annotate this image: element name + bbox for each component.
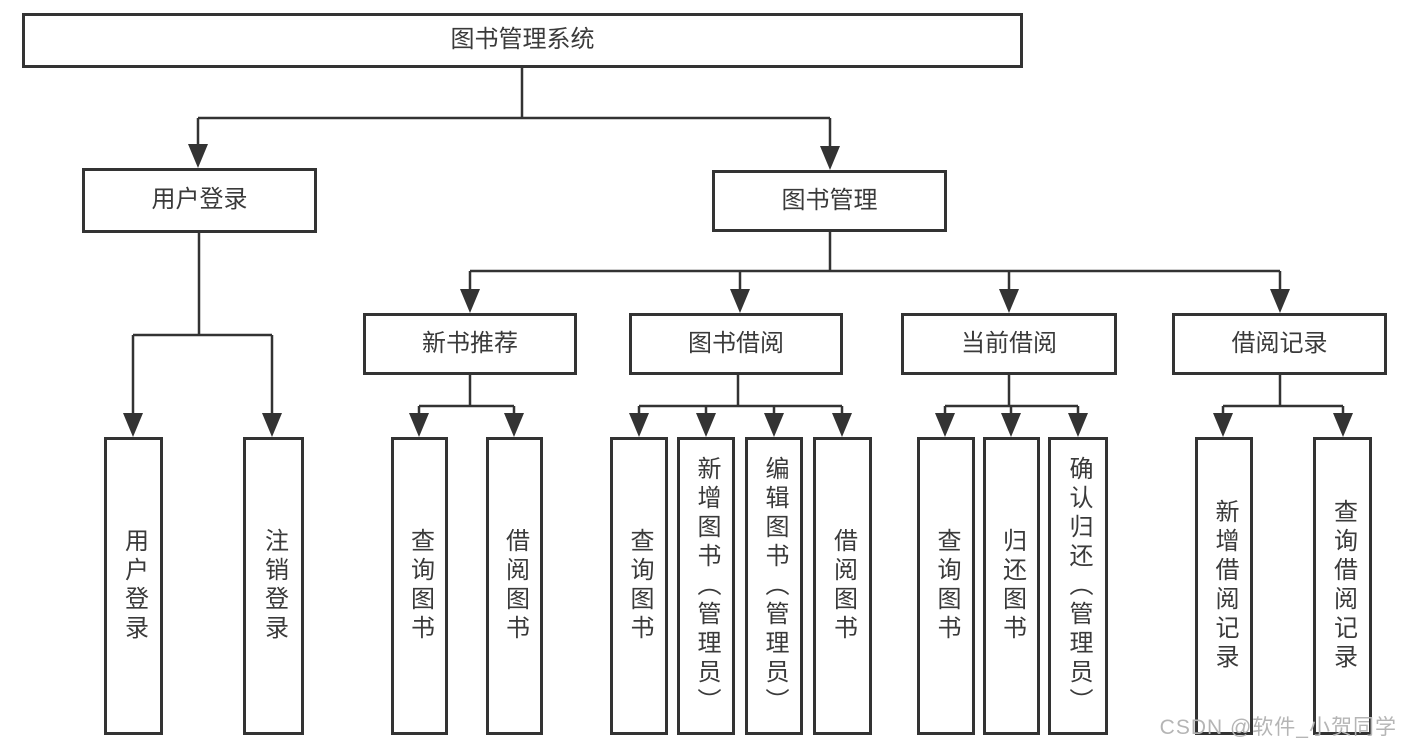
leaf-label: 注销登录 (260, 528, 288, 644)
node-library-management-system: 图书管理系统 (22, 13, 1023, 68)
leaf-add-borrow-record: 新增借阅记录 (1195, 437, 1253, 735)
connector-arrows (123, 144, 1353, 437)
leaf-confirm-return-admin: 确认归还（管理员） (1048, 437, 1108, 735)
leaf-query-books-2: 查询图书 (610, 437, 668, 735)
leaf-query-borrow-record: 查询借阅记录 (1313, 437, 1372, 735)
leaf-label: 用户登录 (120, 528, 148, 644)
leaf-label: 借阅图书 (501, 528, 529, 644)
leaf-edit-books-admin: 编辑图书（管理员） (745, 437, 803, 735)
leaf-label: 查询图书 (933, 528, 960, 644)
leaf-user-login: 用户登录 (104, 437, 163, 735)
node-book-borrowing: 图书借阅 (629, 313, 843, 375)
leaf-label: 查询图书 (626, 528, 653, 644)
leaf-label: 查询借阅记录 (1329, 499, 1357, 673)
leaf-label: 新增图书（管理员） (693, 455, 720, 717)
node-book-management: 图书管理 (712, 170, 947, 232)
leaf-label: 归还图书 (998, 528, 1026, 644)
leaf-borrow-books-2: 借阅图书 (813, 437, 872, 735)
leaf-label: 借阅图书 (829, 528, 857, 644)
leaf-logout: 注销登录 (243, 437, 304, 735)
node-new-book-recommendation: 新书推荐 (363, 313, 577, 375)
node-borrowing-records: 借阅记录 (1172, 313, 1387, 375)
leaf-label: 编辑图书（管理员） (761, 455, 788, 717)
node-current-borrowing: 当前借阅 (901, 313, 1117, 375)
leaf-borrow-books-1: 借阅图书 (486, 437, 543, 735)
leaf-query-books-1: 查询图书 (391, 437, 448, 735)
leaf-query-books-3: 查询图书 (917, 437, 975, 735)
leaf-label: 查询图书 (406, 528, 434, 644)
leaf-return-books: 归还图书 (983, 437, 1040, 735)
node-user-login: 用户登录 (82, 168, 317, 233)
leaf-label: 确认归还（管理员） (1065, 455, 1092, 717)
leaf-add-books-admin: 新增图书（管理员） (677, 437, 735, 735)
leaf-label: 新增借阅记录 (1211, 499, 1238, 673)
csdn-watermark: CSDN @软件_小贺同学 (1159, 716, 1397, 739)
